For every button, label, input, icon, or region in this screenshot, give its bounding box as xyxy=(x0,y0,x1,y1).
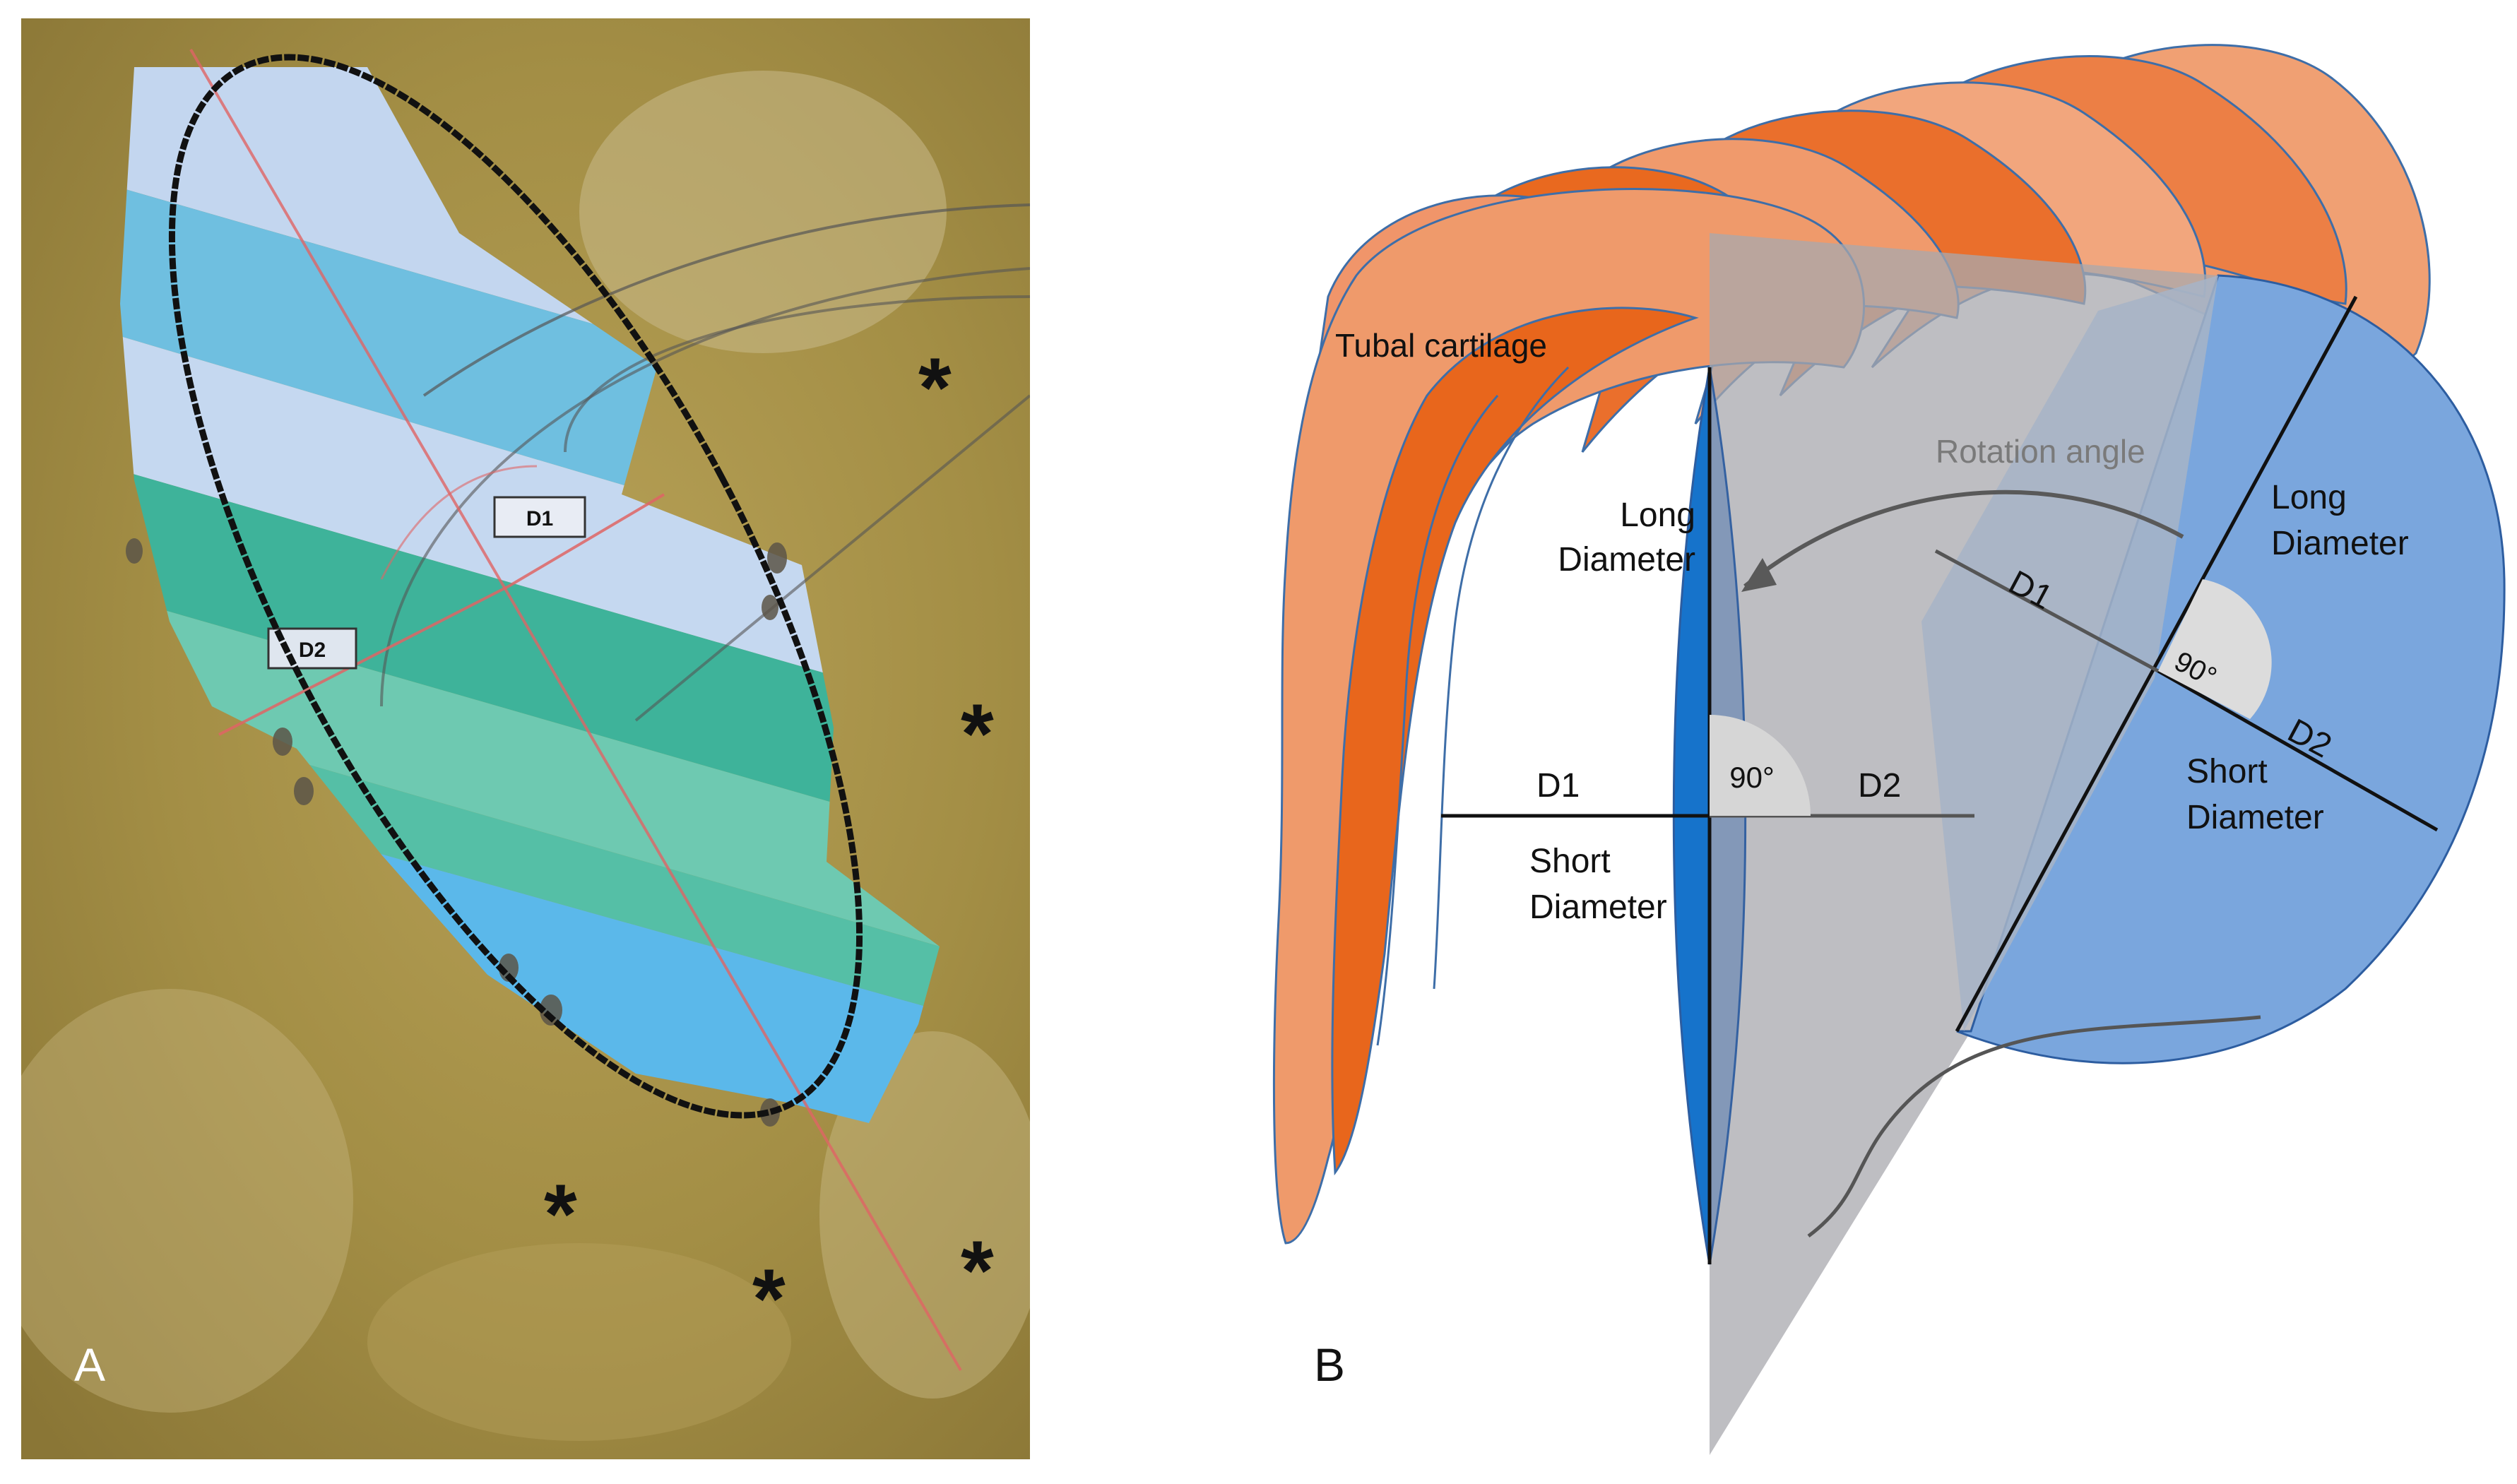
front-long-label-1: Long xyxy=(1620,497,1695,534)
rotated-d1-line xyxy=(1934,549,2160,673)
fiber-line xyxy=(380,267,1030,707)
cartilage-front-inner xyxy=(1331,307,1699,1176)
rotated-plane-overlay xyxy=(1921,275,2218,1031)
asterisk: * xyxy=(918,340,952,435)
front-d2-label: D2 xyxy=(1858,767,1901,805)
rotated-long-label-2: Diameter xyxy=(2271,525,2409,562)
tissue-patch xyxy=(579,71,947,353)
tissue-patch xyxy=(21,989,353,1413)
front-ellipse xyxy=(1441,367,1974,1265)
front-angle-label: 90° xyxy=(1729,761,1775,794)
tubal-cartilage-label: Tubal cartilage xyxy=(1335,327,1547,364)
asterisk: * xyxy=(752,1252,786,1346)
band-green xyxy=(120,466,940,848)
long-axis-line xyxy=(189,48,962,1372)
rim-spots xyxy=(126,538,787,1127)
front-right-angle xyxy=(1710,715,1811,816)
panel-b-label: B xyxy=(1314,1338,1345,1391)
asterisk: * xyxy=(544,1167,577,1262)
d1-box-label: D1 xyxy=(526,507,553,530)
asterisk: * xyxy=(961,1223,994,1318)
d1-line xyxy=(507,493,665,588)
panel-a: D1 D2 * * * * * A xyxy=(21,18,1030,1459)
fiber-line xyxy=(564,295,1030,453)
cartilage-inner-ridge xyxy=(1376,395,1499,1046)
front-d1-label: D1 xyxy=(1536,767,1580,805)
rotated-right-angle xyxy=(2158,579,2272,719)
arc-line xyxy=(380,465,538,580)
asterisk-markers: * * * * * xyxy=(544,340,994,1346)
panel-b: Tubal cartilage Rotation angle Long Diam… xyxy=(1272,44,2506,1455)
panel-a-label: A xyxy=(74,1338,105,1391)
tissue-patch xyxy=(819,1031,1030,1399)
rotated-short-label-2: Diameter xyxy=(2186,799,2324,836)
band-green xyxy=(120,706,940,1024)
rotated-long-label-1: Long xyxy=(2271,479,2347,516)
rotated-short-label-1: Short xyxy=(2186,753,2268,790)
fiber-line xyxy=(634,394,1030,722)
fitted-ellipse xyxy=(168,54,863,1119)
tissue-patch xyxy=(367,1243,791,1441)
cartilage-inner-ridge xyxy=(1433,366,1570,990)
rotation-arrow-head xyxy=(1741,558,1777,592)
rotation-arrow xyxy=(1743,489,2184,588)
front-short-label-2: Diameter xyxy=(1529,889,1667,926)
d1-box xyxy=(493,496,586,538)
tube-outline xyxy=(1807,1015,2261,1237)
rotated-short-diameter xyxy=(2157,669,2439,832)
band-green-light xyxy=(120,593,940,961)
d2-box-label: D2 xyxy=(299,639,326,662)
rotation-angle-label: Rotation angle xyxy=(1936,433,2145,470)
front-short-label-1: Short xyxy=(1529,843,1611,880)
asterisk: * xyxy=(961,687,994,781)
front-long-label-2: Diameter xyxy=(1558,541,1695,578)
fiber-line xyxy=(422,203,1030,397)
d2-line xyxy=(218,585,509,736)
rotated-long-diameter xyxy=(1955,295,2358,1033)
